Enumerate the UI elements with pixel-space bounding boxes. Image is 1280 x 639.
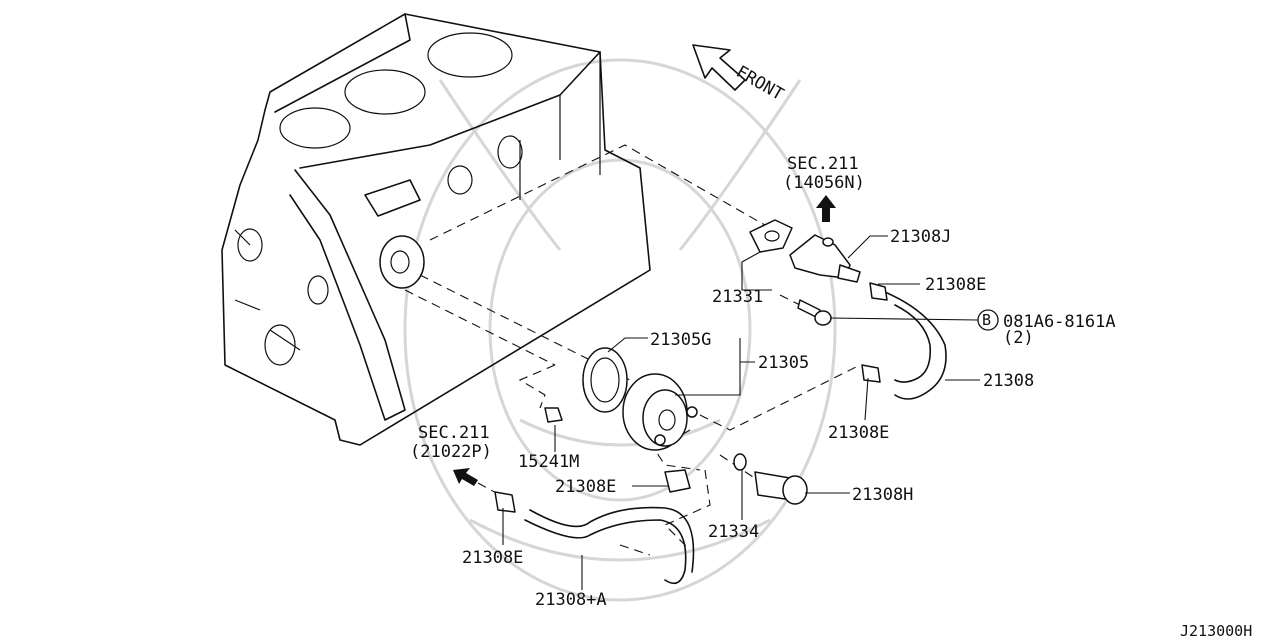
callout-bolt-qty: (2) (1003, 328, 1034, 348)
arrow-upleft-icon (453, 468, 478, 486)
callout-15241M: 15241M (518, 452, 579, 472)
callout-21308H: 21308H (852, 485, 913, 505)
callout-21308A: 21308+A (535, 590, 607, 610)
section-ref-bottom-code: (21022P) (410, 442, 492, 462)
bolt-marker-letter: B (982, 311, 991, 329)
connector-21308H (754, 471, 808, 505)
callout-21331: 21331 (712, 287, 763, 307)
callout-21308E-bottom: 21308E (462, 548, 523, 568)
callout-21334: 21334 (708, 522, 759, 542)
callout-21308E-mid: 21308E (828, 423, 889, 443)
front-label: FRONT (733, 62, 787, 105)
section-ref-top-code: (14056N) (783, 173, 865, 193)
washer-21334 (733, 453, 747, 471)
section-ref-bottom: SEC.211 (418, 423, 490, 443)
pipe-21308J (749, 219, 861, 283)
arrow-up-icon (816, 195, 836, 222)
oil-cooler-21305 (582, 347, 698, 451)
callout-bolt-code: 081A6-8161A (1003, 312, 1116, 332)
section-ref-top: SEC.211 (787, 154, 859, 174)
callout-21308E-low: 21308E (555, 477, 616, 497)
cap-15241M (544, 407, 563, 423)
clamp-21308E-low (664, 469, 691, 493)
bolt-b (797, 299, 832, 326)
callout-21305G: 21305G (650, 330, 711, 350)
leader-lines (502, 235, 980, 590)
callout-21308: 21308 (983, 371, 1034, 391)
watermark-emblem (403, 58, 837, 602)
front-arrow-icon: FRONT (692, 44, 787, 105)
callout-21308J: 21308J (890, 227, 951, 247)
callout-21308E-top: 21308E (925, 275, 986, 295)
bolt-marker-icon: B (977, 309, 999, 331)
hose-21308A (494, 491, 695, 585)
diagram-id: J213000H (1180, 622, 1252, 639)
engine-block (221, 13, 651, 446)
callout-21305: 21305 (758, 353, 809, 373)
hose-21308 (861, 282, 947, 400)
